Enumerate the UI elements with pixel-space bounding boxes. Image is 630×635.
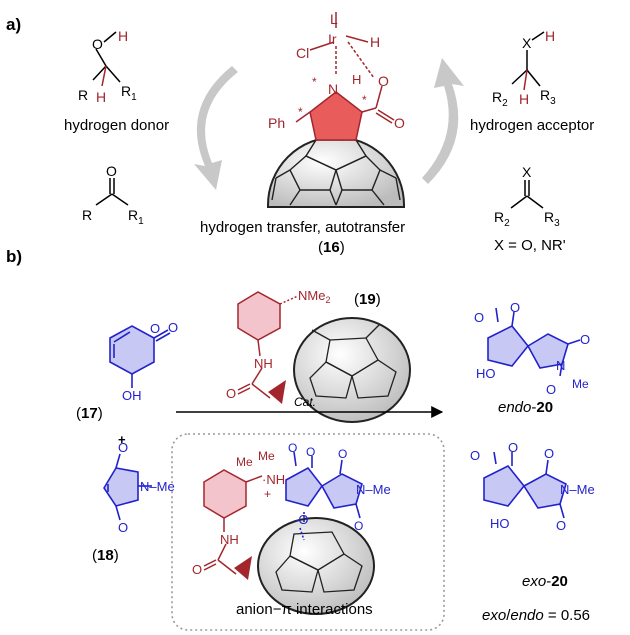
ts-catalyst [203, 469, 263, 580]
ts-o-3: O [338, 447, 347, 461]
c18-o-bottom: O [118, 520, 128, 535]
exo-o-4: O [556, 518, 566, 533]
anion-pi-label: anion−π interactions [236, 601, 373, 618]
catalyst-amide-o: O [226, 386, 236, 401]
transition-state-box [171, 433, 445, 631]
hydrogen-donor-label: hydrogen donor [64, 117, 169, 134]
donor-ch-hydrogen: H [96, 89, 106, 105]
stereocenter-c1: * [298, 105, 303, 119]
endo-hydroxyl: HO [476, 366, 496, 381]
compound-17-structure [109, 325, 171, 388]
compound-18-label: (18) [92, 547, 119, 564]
acceptor-xh-hydrogen: H [545, 28, 555, 44]
compound-17-label: (17) [76, 405, 103, 422]
ts-o-1: O [288, 441, 297, 455]
ts-nh-plus: ·NH [262, 472, 285, 487]
fullerene-ts-icon [257, 517, 375, 615]
plus-sign: + [118, 432, 126, 447]
hydrogen-acceptor-structure: X H R2 H R3 [492, 28, 556, 109]
hydrogen-acceptor-label: hydrogen acceptor [470, 117, 594, 134]
ketone-o-atom: O [106, 163, 117, 179]
ts-amide-o: O [192, 562, 202, 577]
ts-nh: NH [220, 532, 239, 547]
exo-n-atom: N–Me [560, 482, 595, 497]
c18-n-atom: N–Me [140, 479, 175, 494]
hydrogen-donor-structure: O H R H R1 [78, 28, 137, 105]
acceptor-x-atom: X [522, 35, 532, 51]
catalyst-nh: NH [254, 356, 273, 371]
fullerene-19-icon [293, 317, 411, 423]
panel-a-label: a) [6, 15, 21, 34]
cx-r3-group: R3 [544, 209, 560, 229]
hydrogen-transfer-caption: hydrogen transfer, autotransfer [200, 219, 405, 236]
donor-oh-hydrogen: H [118, 28, 128, 44]
c17-hydroxyl: OH [122, 388, 142, 403]
c17-carbonyl-o: O [168, 320, 178, 335]
endo-methyl: Me [572, 377, 589, 391]
phenyl-group: Ph [268, 115, 285, 131]
carbonyl-imine-structure: X R2 R3 [494, 164, 560, 229]
nh-hydrogen: H [352, 72, 361, 87]
exo-o-1: O [470, 448, 480, 463]
endo-20-label: endo-20 [498, 399, 553, 416]
right-curved-arrow [422, 58, 464, 184]
stereocenter-c2: * [362, 93, 367, 107]
endo-o-2: O [510, 300, 520, 315]
exo-20-structure [483, 451, 567, 519]
donor-r-group: R [78, 87, 88, 103]
acceptor-r3-group: R3 [540, 87, 556, 107]
carbonyl-o: O [394, 115, 405, 131]
ts-phenoxide-o: -O [294, 512, 308, 527]
ts-o-2: O [306, 445, 315, 459]
ts-n-atom: N–Me [356, 482, 391, 497]
ts-me-1: Me [236, 455, 253, 469]
exo-o-2: O [508, 440, 518, 455]
c17-ring-o: O [150, 321, 160, 336]
acceptor-r2-group: R2 [492, 89, 508, 109]
ligand-l: L [330, 11, 338, 27]
stereocenter-n: * [312, 75, 317, 89]
exo-o-3: O [544, 446, 554, 461]
compound-18-structure [103, 453, 152, 521]
donor-o-atom: O [92, 36, 103, 52]
catalyst-19-structure [237, 291, 299, 404]
x-equals-label: X = O, NR' [494, 237, 566, 254]
nitrogen-atom: N [328, 81, 338, 97]
ketone-structure: O R R1 [82, 163, 144, 227]
compound-16-label: (16) [318, 239, 345, 256]
panel-b-label: b) [6, 247, 22, 266]
left-curved-arrow [194, 66, 238, 190]
catalyst-label: Cat. [294, 395, 316, 409]
ts-bound-product [285, 451, 363, 541]
exo-20-label: exo-20 [522, 573, 568, 590]
fullerene-16-icon [267, 136, 405, 208]
ts-plus-charge: + [264, 487, 271, 501]
c18-o-top: O [118, 440, 128, 455]
ketone-r-group: R [82, 207, 92, 223]
endo-o-1: O [474, 310, 484, 325]
cx-x-atom: X [522, 164, 532, 180]
cx-r2-group: R2 [494, 209, 510, 229]
ts-o-4: O [354, 519, 363, 533]
catalyst-nme2: NMe2 [298, 288, 330, 305]
carboxylate-o: O [378, 73, 389, 89]
endo-o-4: O [546, 382, 556, 397]
iridium-complex [295, 12, 395, 124]
chloride-ligand: Cl [296, 45, 309, 61]
compound-19-label: (19) [354, 291, 381, 308]
pyrrolidine-ring [309, 91, 363, 141]
endo-n-atom: N [556, 358, 565, 373]
exo-hydroxyl: HO [490, 516, 510, 531]
iridium-atom: Ir [328, 31, 337, 47]
endo-20-structure [487, 307, 581, 377]
endo-o-3: O [580, 332, 590, 347]
donor-r1-group: R1 [121, 83, 137, 103]
exo-endo-ratio: exo/endo = 0.56 [482, 607, 590, 624]
ir-hydride: H [370, 34, 380, 50]
ketone-r1-group: R1 [128, 207, 144, 227]
acceptor-ch-hydrogen: H [519, 91, 529, 107]
ts-me-2: Me [258, 449, 275, 463]
